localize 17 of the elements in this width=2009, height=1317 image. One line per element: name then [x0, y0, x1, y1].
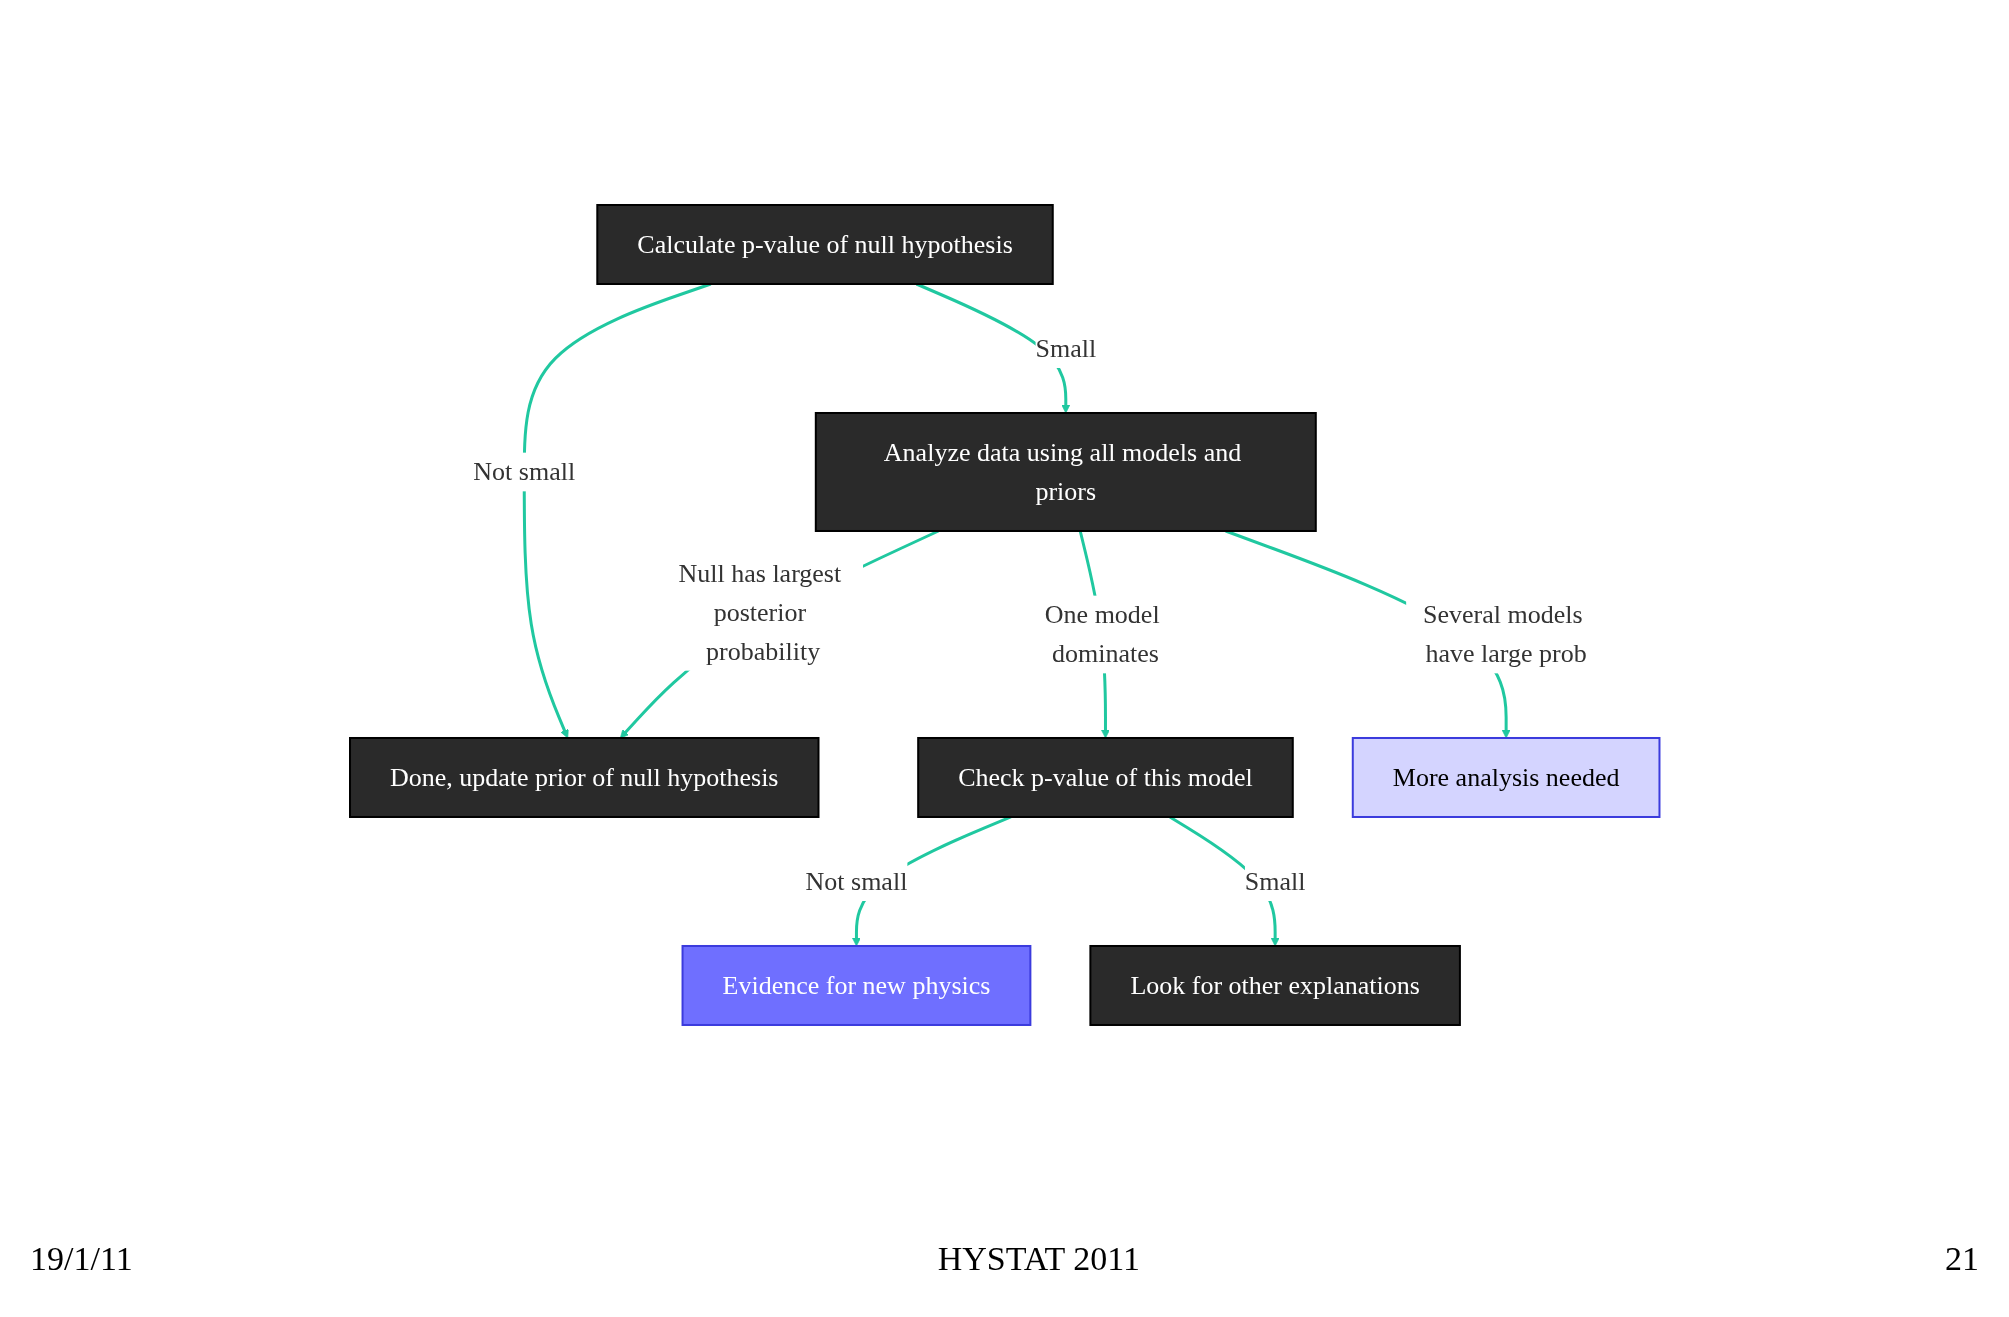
edge-label: Not small [805, 866, 908, 896]
footer-text: 19/1/11 [30, 1240, 133, 1278]
footer-text: 21 [1945, 1240, 1979, 1278]
node-box: Analyze data using all models and priors [814, 412, 1317, 532]
edge-label: Not small [473, 457, 575, 487]
node-box: Done, update prior of null hypothesis [348, 737, 820, 818]
node-box: Calculate p-value of null hypothesis [596, 204, 1054, 285]
footer-text: HYSTAT 2011 [937, 1240, 1140, 1278]
edge-label: Null has largest posterior probability [678, 558, 841, 666]
edge-label: Small [1244, 866, 1306, 896]
edge-label: Several models have large prob [1422, 600, 1587, 669]
node-box: Check p-value of this model [916, 737, 1294, 818]
node-box: Look for other explanations [1089, 945, 1461, 1026]
node-box: More analysis needed [1351, 737, 1661, 818]
edge-label: Small [1035, 334, 1096, 363]
node-box: Evidence for new physics [681, 945, 1032, 1026]
edge-label: One model dominates [1044, 600, 1160, 669]
